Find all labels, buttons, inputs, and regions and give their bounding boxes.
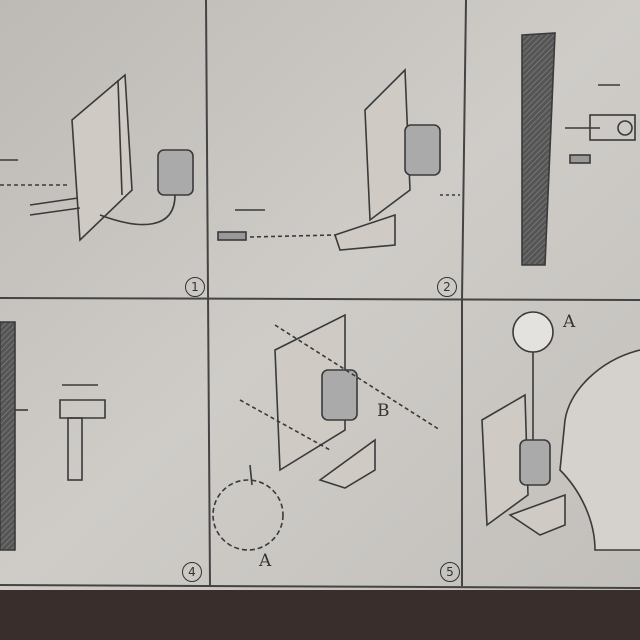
- panel-6-drawing: [481, 311, 640, 551]
- panel-grid: [0, 0, 640, 589]
- step-4-number: 4: [182, 562, 202, 582]
- label-a-step5: A: [259, 551, 272, 571]
- label-b-step5: B: [377, 401, 390, 421]
- step-5-number: 5: [440, 562, 460, 582]
- panel-1-drawing: [0, 73, 194, 242]
- label-a-step6: A: [563, 312, 576, 332]
- panel-2-drawing: [217, 68, 460, 251]
- panel-3-drawing: [521, 32, 636, 266]
- panel-4-drawing: [0, 321, 106, 551]
- step-2-number: 2: [437, 277, 457, 297]
- panel-5-drawing: [212, 313, 441, 551]
- step-1-number: 1: [185, 277, 205, 297]
